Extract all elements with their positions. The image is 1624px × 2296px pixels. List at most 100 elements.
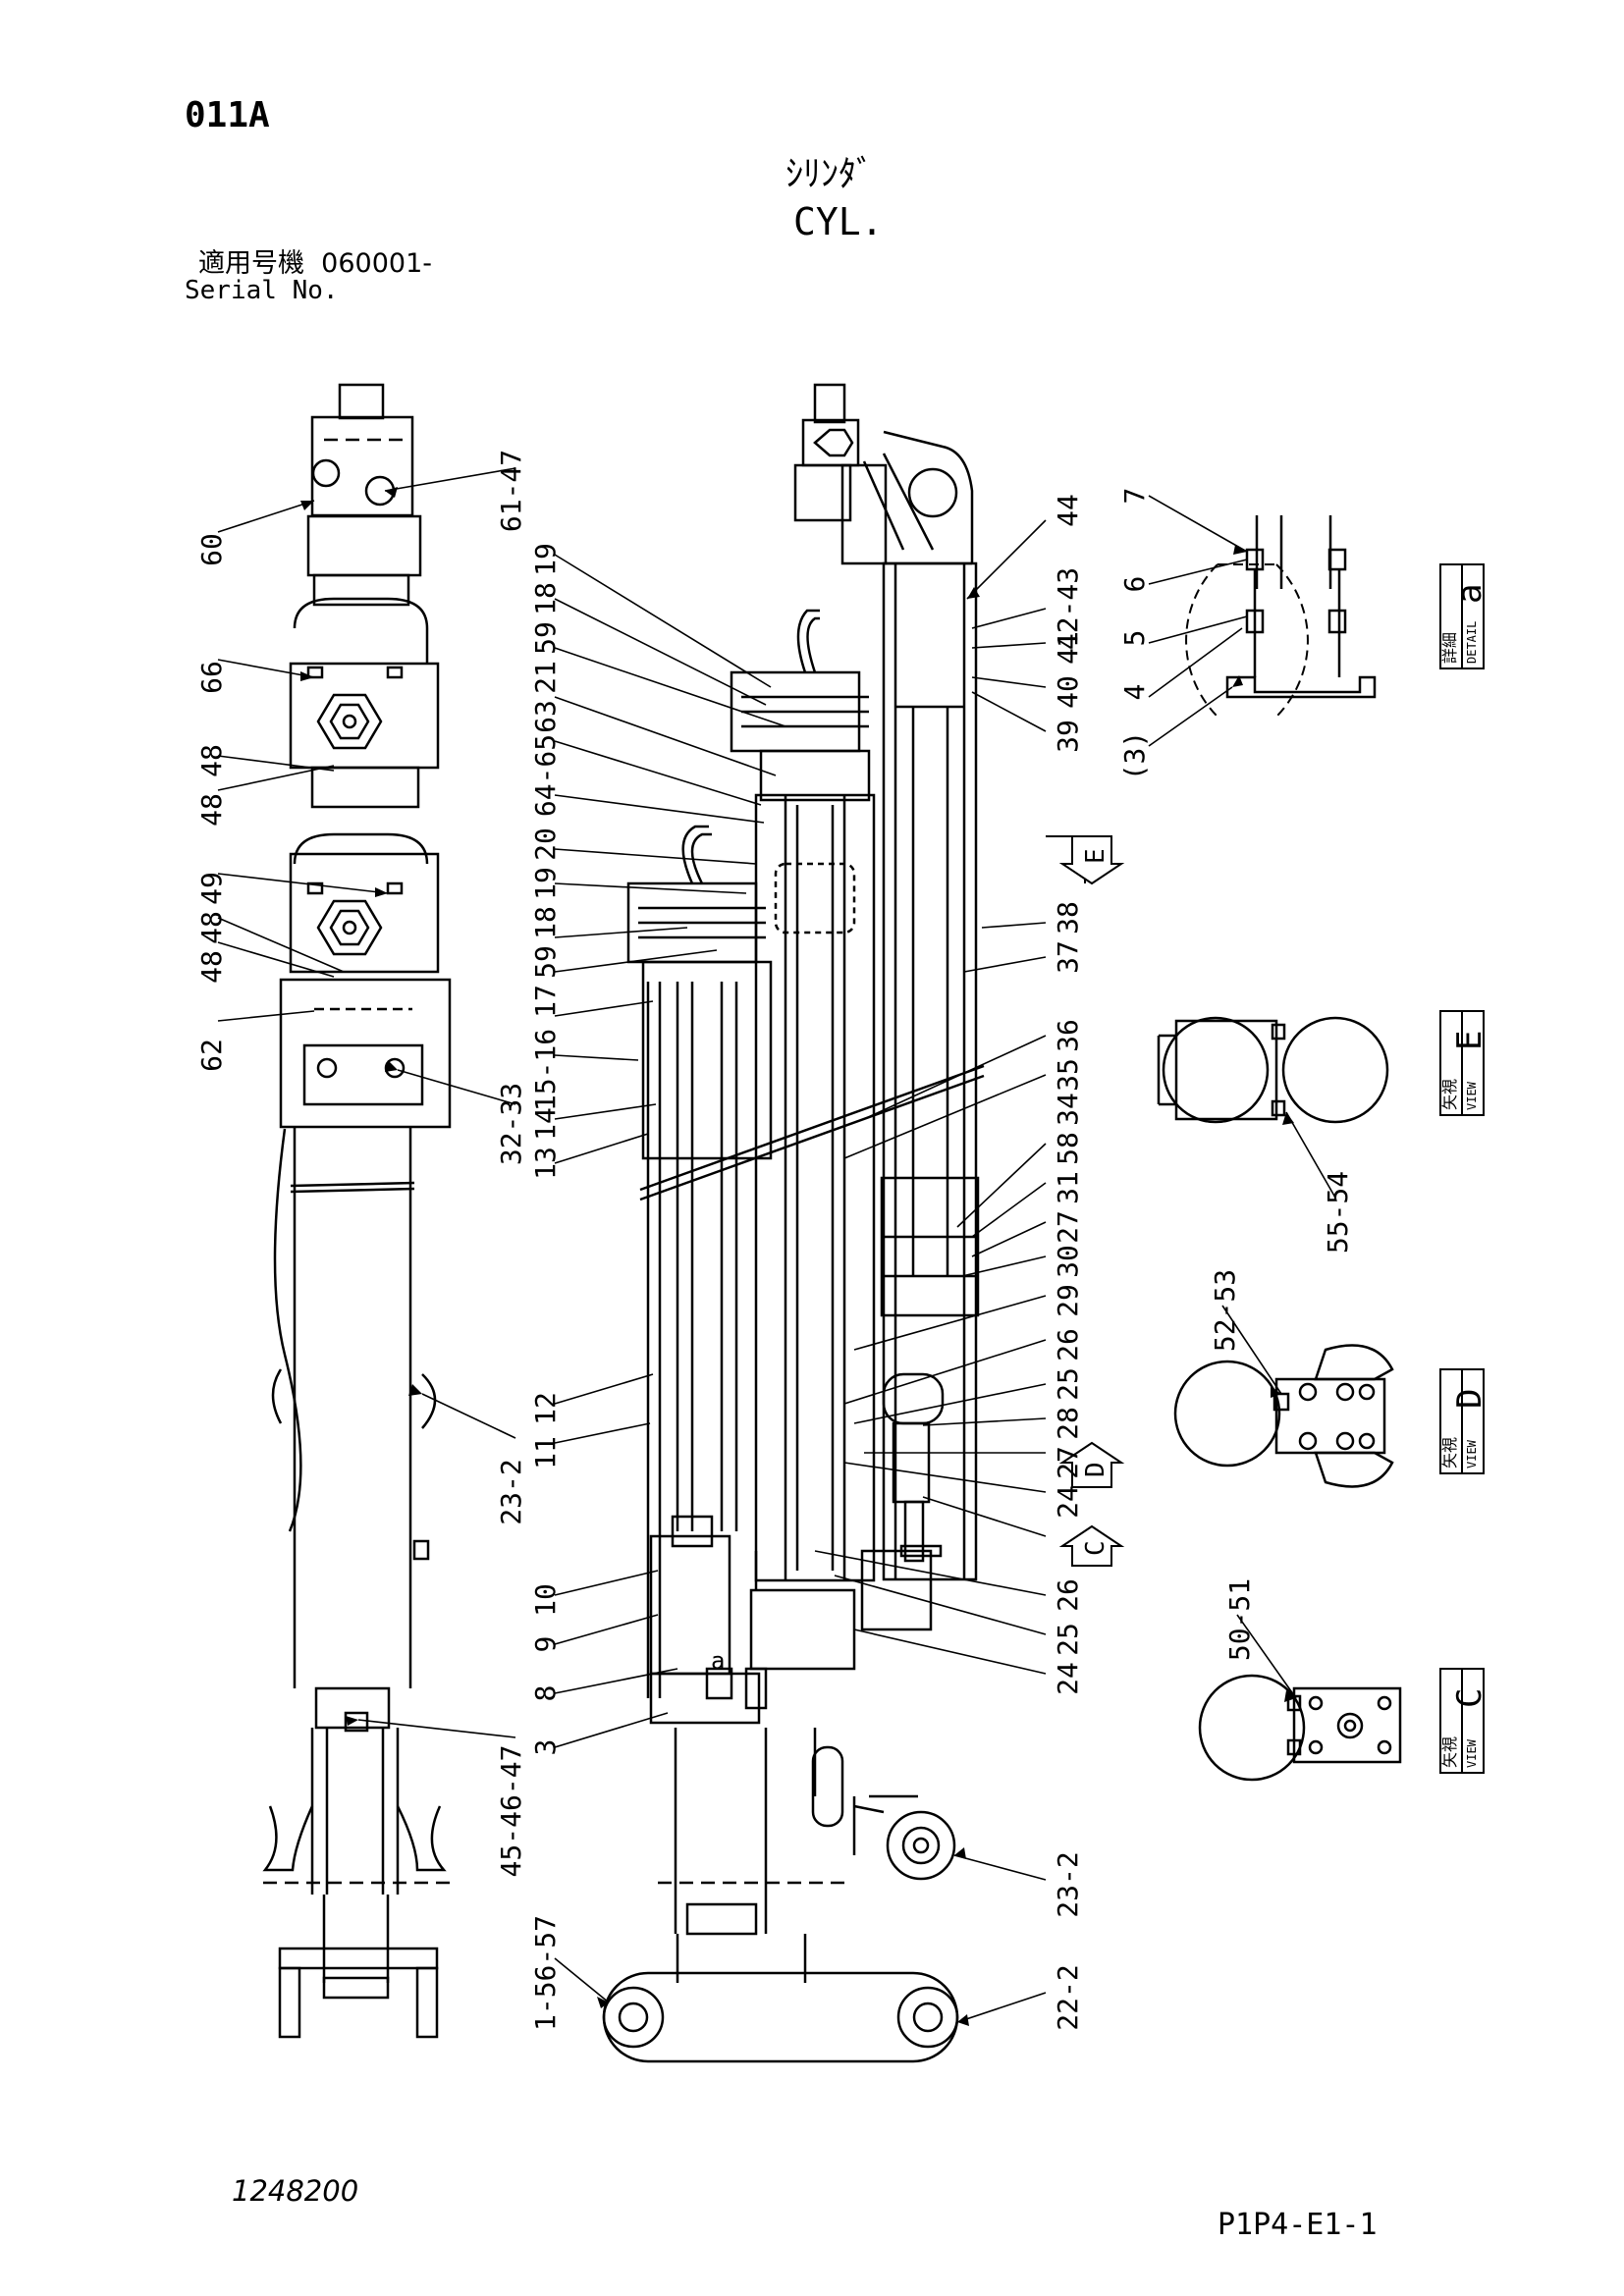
callout-center-left-4: 63 [529, 700, 562, 733]
callout-left-view-7: 48 [195, 950, 228, 984]
callout-view-e-0: 55-54 [1322, 1171, 1354, 1254]
view-e [1157, 1016, 1389, 1124]
detail-a-jp: 詳細 [1440, 632, 1459, 664]
callout-center-right-5: 38 [1052, 901, 1084, 934]
detail-a-view [1185, 515, 1377, 718]
callout-center-right-11: 31 [1052, 1171, 1084, 1204]
serial-value: 060001- [321, 248, 432, 279]
callout-left-view-11: 45-46-47 [495, 1745, 527, 1878]
view-e-letter: E [1450, 1031, 1489, 1050]
callout-center-right-20: 26 [1052, 1578, 1084, 1612]
callout-center-right-1: 42-43 [1052, 567, 1084, 650]
arrow-d-letter: D [1081, 1462, 1110, 1477]
view-e-en: VIEW [1465, 1081, 1479, 1110]
view-c [1198, 1674, 1402, 1782]
callout-center-right-3: 40 [1052, 675, 1084, 709]
callout-center-right-24: 22-2 [1052, 1964, 1084, 2030]
callout-left-view-0: 60 [195, 533, 228, 566]
callout-left-view-6: 48 [195, 911, 228, 944]
callout-center-right-9: 34 [1052, 1093, 1084, 1126]
callout-left-view-10: 23-2 [495, 1459, 527, 1524]
callout-center-right-8: 35 [1052, 1058, 1084, 1092]
callout-center-right-17: 28 [1052, 1407, 1084, 1440]
view-label-texts: a 詳細 DETAIL E 矢視 VIEW D 矢視 VIEW C 矢視 VIE… [711, 584, 1489, 1768]
callout-detail-a-4: (3) [1118, 731, 1151, 781]
callout-center-right-21: 25 [1052, 1623, 1084, 1656]
callout-center-right-15: 26 [1052, 1328, 1084, 1362]
detail-a-letter: a [1450, 584, 1489, 604]
title-japanese: ｼﾘﾝﾀﾞ [785, 154, 874, 194]
callout-center-right-22: 24 [1052, 1662, 1084, 1695]
arrow-heads [300, 487, 1296, 2026]
callout-detail-a-0: 7 [1118, 488, 1151, 505]
callout-center-left-18: 8 [529, 1685, 562, 1702]
callout-center-left-12: 14 [529, 1107, 562, 1141]
callout-center-right-19: 24 [1052, 1485, 1084, 1519]
callout-left-view-8: 62 [195, 1039, 228, 1072]
drawing-number: 1248200 [232, 2174, 359, 2208]
detail-a-en: DETAIL [1465, 621, 1479, 664]
serial-label-en: Serial No. [185, 276, 339, 305]
view-label-boxes [1439, 563, 1485, 1774]
callout-view-d-0: 52-53 [1209, 1269, 1241, 1352]
callout-center-left-6: 20 [529, 828, 562, 861]
callout-center-right-7: 36 [1052, 1019, 1084, 1052]
leader-lines [217, 467, 1336, 2023]
callout-center-left-7: 19 [529, 867, 562, 900]
callout-center-left-10: 17 [529, 985, 562, 1018]
callout-left-view-4: 48 [195, 793, 228, 827]
view-arrows [1046, 835, 1125, 1567]
callout-layer: 6061-476648484948486232-3323-245-46-4719… [195, 450, 1354, 2031]
callout-left-view-5: 49 [195, 872, 228, 905]
callout-detail-a-3: 4 [1118, 684, 1151, 701]
view-e-jp: 矢視 [1440, 1079, 1459, 1110]
center-section-view [602, 383, 985, 2063]
callout-center-right-23: 23-2 [1052, 1851, 1084, 1917]
callout-center-right-25: 1-56-57 [529, 1915, 562, 2031]
arrow-c-letter: C [1081, 1540, 1110, 1556]
callout-center-right-12: 27 [1052, 1210, 1084, 1244]
callout-center-right-0: 44 [1052, 494, 1084, 527]
view-d-en: VIEW [1465, 1439, 1479, 1468]
callout-center-left-5: 64-65 [529, 734, 562, 817]
callout-center-left-2: 59 [529, 621, 562, 655]
callout-center-right-4: 39 [1052, 720, 1084, 753]
left-view [262, 383, 452, 2039]
serial-label-jp-text: 適用号機 [198, 248, 304, 279]
view-c-jp: 矢視 [1440, 1736, 1459, 1768]
callout-center-left-8: 18 [529, 906, 562, 939]
callout-center-right-2: 41 [1052, 631, 1084, 665]
callout-center-left-0: 19 [529, 543, 562, 576]
view-d-letter: D [1450, 1389, 1489, 1409]
callout-left-view-9: 32-33 [495, 1083, 527, 1165]
detail-mark-a: a [711, 1647, 725, 1675]
callout-center-right-16: 25 [1052, 1367, 1084, 1401]
callout-center-left-15: 11 [529, 1436, 562, 1469]
callout-center-left-3: 21 [529, 661, 562, 694]
callout-center-left-9: 59 [529, 945, 562, 979]
callout-center-left-1: 18 [529, 582, 562, 615]
serial-label-jp: 適用号機 060001- [198, 250, 432, 277]
view-c-letter: C [1450, 1688, 1489, 1708]
callout-center-left-14: 12 [529, 1392, 562, 1425]
callout-center-left-13: 13 [529, 1147, 562, 1180]
callout-left-view-2: 66 [195, 661, 228, 694]
callout-center-left-16: 10 [529, 1583, 562, 1617]
callout-center-right-6: 37 [1052, 940, 1084, 974]
title-english: CYL. [793, 200, 884, 243]
view-d-jp: 矢視 [1440, 1437, 1459, 1468]
callout-center-right-18: 27 [1052, 1446, 1084, 1479]
callout-left-view-3: 48 [195, 744, 228, 777]
callout-detail-a-1: 6 [1118, 576, 1151, 593]
callout-center-left-11: 15-16 [529, 1029, 562, 1111]
view-c-en: VIEW [1465, 1738, 1479, 1768]
callout-detail-a-2: 5 [1118, 630, 1151, 647]
callout-center-right-14: 29 [1052, 1284, 1084, 1317]
callout-left-view-1: 61-47 [495, 450, 527, 532]
page-reference: P1P4-E1-1 [1218, 2208, 1378, 2242]
callout-center-left-17: 9 [529, 1636, 562, 1653]
view-d [1173, 1344, 1394, 1488]
callout-center-left-19: 3 [529, 1739, 562, 1756]
arrow-e-letter: E [1081, 848, 1110, 864]
